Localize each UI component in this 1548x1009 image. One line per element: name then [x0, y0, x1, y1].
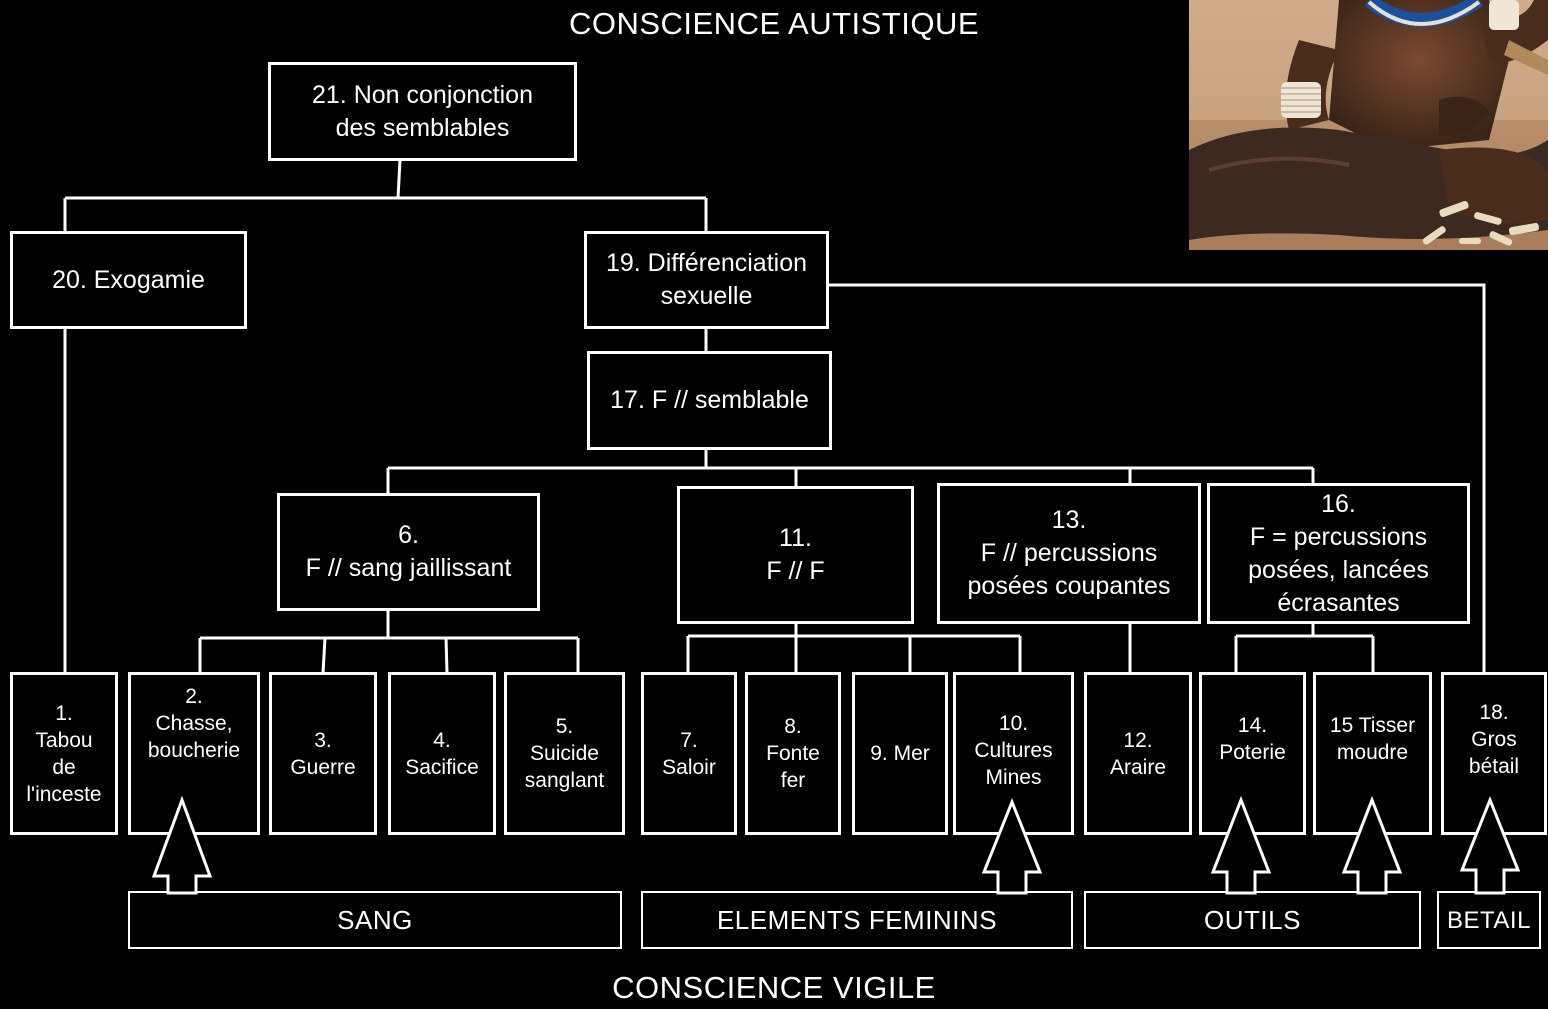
node-1: 1. Tabou de l'inceste	[10, 672, 118, 835]
node-13: 13. F // percussions posées coupantes	[937, 483, 1201, 624]
node-16: 16. F = percussions posées, lancées écra…	[1207, 483, 1470, 624]
group-sang: SANG	[128, 891, 622, 949]
node-2-label: 2. Chasse, boucherie	[147, 685, 241, 762]
node-12-label: 12. Araire	[1109, 728, 1167, 779]
node-20-label: 20. Exogamie	[52, 265, 205, 294]
node-19-label: 19. Différenciation sexuelle	[605, 249, 808, 310]
node-17-label: 17. F // semblable	[610, 386, 809, 414]
up-arrow-icon	[1341, 795, 1403, 895]
node-11: 11. F // F	[677, 486, 914, 624]
node-13-label: 13. F // percussions posées coupantes	[967, 506, 1171, 600]
node-3: 3. Guerre	[269, 672, 377, 835]
node-10-label: 10. Cultures Mines	[974, 712, 1053, 789]
group-betail-label: BETAIL	[1447, 906, 1531, 934]
node-21-label: 21. Non conjonction des semblables	[312, 80, 533, 142]
node-7-label: 7. Saloir	[662, 728, 716, 779]
node-9-label: 9. Mer	[870, 742, 930, 765]
node-7: 7. Saloir	[641, 672, 737, 835]
node-8-label: 8. Fonte fer	[766, 715, 820, 792]
group-outils-label: OUTILS	[1204, 904, 1301, 935]
node-18-label: 18. Gros bétail	[1468, 701, 1520, 778]
node-19: 19. Différenciation sexuelle	[584, 231, 829, 329]
node-12: 12. Araire	[1084, 672, 1192, 835]
node-5-label: 5. Suicide sanglant	[524, 715, 605, 792]
diagram-footer-title: CONSCIENCE VIGILE	[612, 970, 936, 1005]
node-14-label: 14. Poterie	[1219, 713, 1286, 764]
node-6-label: 6. F // sang jaillissant	[305, 521, 512, 582]
node-8: 8. Fonte fer	[745, 672, 841, 835]
group-betail: BETAIL	[1437, 891, 1541, 949]
node-16-label: 16. F = percussions posées, lancées écra…	[1248, 489, 1429, 617]
node-14: 14. Poterie	[1199, 672, 1306, 835]
up-arrow-icon	[1210, 795, 1272, 895]
node-15-label: 15 Tisser moudre	[1329, 713, 1416, 764]
node-20: 20. Exogamie	[10, 231, 247, 329]
group-elements-feminins: ELEMENTS FEMININS	[641, 891, 1073, 949]
node-6: 6. F // sang jaillissant	[277, 493, 540, 611]
node-4: 4. Sacifice	[388, 672, 496, 835]
node-3-label: 3. Guerre	[290, 728, 356, 779]
up-arrow-icon	[981, 797, 1043, 895]
node-17: 17. F // semblable	[587, 351, 832, 450]
group-elements-feminins-label: ELEMENTS FEMININS	[716, 904, 998, 935]
photo-woman-weaving	[1189, 0, 1548, 250]
diagram-title: CONSCIENCE AUTISTIQUE	[568, 6, 980, 41]
node-5: 5. Suicide sanglant	[504, 672, 625, 835]
node-11-label: 11. F // F	[766, 524, 825, 585]
node-1-label: 1. Tabou de l'inceste	[26, 701, 102, 806]
node-9: 9. Mer	[852, 672, 948, 835]
node-2: 2. Chasse, boucherie	[128, 672, 260, 835]
node-21: 21. Non conjonction des semblables	[268, 62, 577, 161]
group-sang-label: SANG	[337, 904, 413, 935]
up-arrow-icon	[1459, 795, 1521, 895]
up-arrow-icon	[151, 795, 213, 895]
group-outils: OUTILS	[1084, 891, 1421, 949]
node-4-label: 4. Sacifice	[405, 728, 479, 779]
